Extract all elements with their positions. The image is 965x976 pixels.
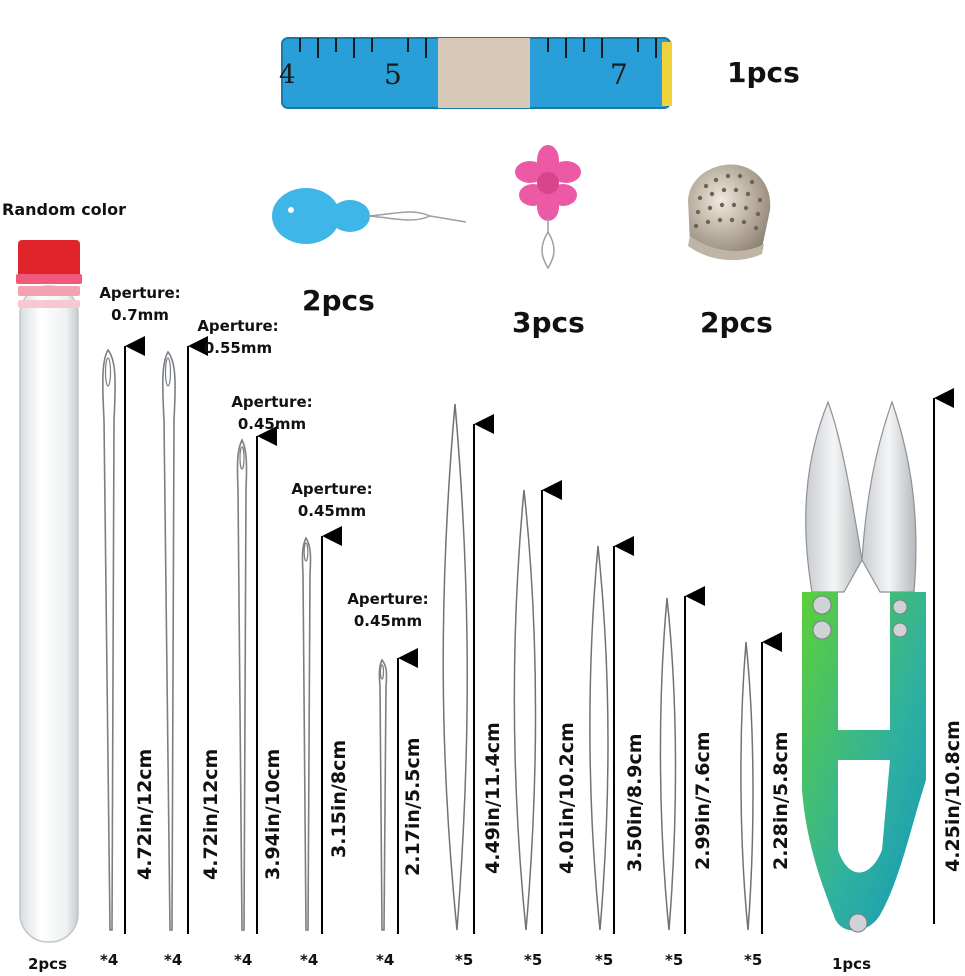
blue-threader-qty: 2pcs	[302, 284, 375, 317]
beading-needle-2-image	[513, 489, 537, 931]
measure-arrows	[124, 336, 954, 934]
length-label-beading-4: 2.99in/7.6cm	[692, 731, 714, 870]
aperture-label-4: Aperture: 0.45mm	[282, 478, 382, 522]
aperture-title: Aperture:	[347, 590, 429, 608]
pink-threader-image	[515, 145, 581, 270]
needle-3-image	[236, 438, 248, 931]
aperture-label-5: Aperture: 0.45mm	[338, 588, 438, 632]
thimble-qty: 2pcs	[700, 306, 773, 339]
aperture-value: 0.7mm	[111, 306, 169, 324]
count-beading-1: *5	[455, 951, 474, 969]
needle-1-image	[102, 348, 116, 931]
length-label-needle-5: 2.17in/5.5cm	[402, 737, 424, 876]
count-needle-1: *4	[100, 951, 119, 969]
tape-qty: 1pcs	[727, 56, 800, 89]
length-label-beading-5: 2.28in/5.8cm	[770, 731, 792, 870]
aperture-title: Aperture:	[99, 284, 181, 302]
aperture-value: 0.45mm	[297, 502, 367, 520]
aperture-value: 0.45mm	[237, 415, 307, 433]
count-beading-5: *5	[744, 951, 763, 969]
count-needle-4: *4	[300, 951, 319, 969]
scissors-qty: 1pcs	[832, 955, 871, 973]
needle-5-image	[378, 658, 388, 931]
tube-qty: 2pcs	[28, 955, 67, 973]
length-label-beading-1: 4.49in/11.4cm	[482, 722, 504, 874]
length-label-scissors: 4.25in/10.8cm	[942, 720, 964, 872]
length-label-needle-4: 3.15in/8cm	[328, 739, 350, 858]
length-label-beading-2: 4.01in/10.2cm	[556, 722, 578, 874]
tape-measure	[281, 37, 672, 109]
aperture-label-3: Aperture: 0.45mm	[222, 391, 322, 435]
length-label-needle-1: 4.72in/12cm	[134, 748, 156, 880]
tape-number-4: 4	[279, 60, 296, 90]
thimble-image	[688, 164, 771, 261]
beading-needle-3-image	[589, 545, 609, 931]
aperture-value: 0.55mm	[203, 339, 273, 357]
count-beading-3: *5	[595, 951, 614, 969]
aperture-title: Aperture:	[231, 393, 313, 411]
beading-needles	[442, 403, 754, 931]
aperture-title: Aperture:	[197, 317, 279, 335]
count-needle-2: *4	[164, 951, 183, 969]
length-label-beading-3: 3.50in/8.9cm	[624, 733, 646, 872]
aperture-label-1: Aperture: 0.7mm	[90, 282, 190, 326]
tape-number-5: 5	[384, 58, 402, 91]
needle-2-image	[162, 350, 176, 931]
length-label-needle-3: 3.94in/10cm	[262, 748, 284, 880]
length-label-needle-2: 4.72in/12cm	[200, 748, 222, 880]
pink-threader-qty: 3pcs	[512, 306, 585, 339]
large-eye-needles	[102, 348, 388, 931]
count-beading-4: *5	[665, 951, 684, 969]
scissors-image	[802, 400, 926, 933]
count-beading-2: *5	[524, 951, 543, 969]
beading-needle-4-image	[659, 597, 677, 931]
needle-tube-image	[16, 240, 82, 943]
aperture-value: 0.45mm	[353, 612, 423, 630]
beading-needle-1-image	[442, 403, 468, 931]
beading-needle-5-image	[740, 641, 754, 931]
count-needle-5: *4	[376, 951, 395, 969]
tape-number-7: 7	[610, 58, 628, 91]
count-needle-3: *4	[234, 951, 253, 969]
random-color-label: Random color	[2, 200, 127, 219]
aperture-label-2: Aperture: 0.55mm	[188, 315, 288, 359]
blue-threader-image	[272, 188, 467, 244]
aperture-title: Aperture:	[291, 480, 373, 498]
needle-4-image	[301, 536, 312, 931]
